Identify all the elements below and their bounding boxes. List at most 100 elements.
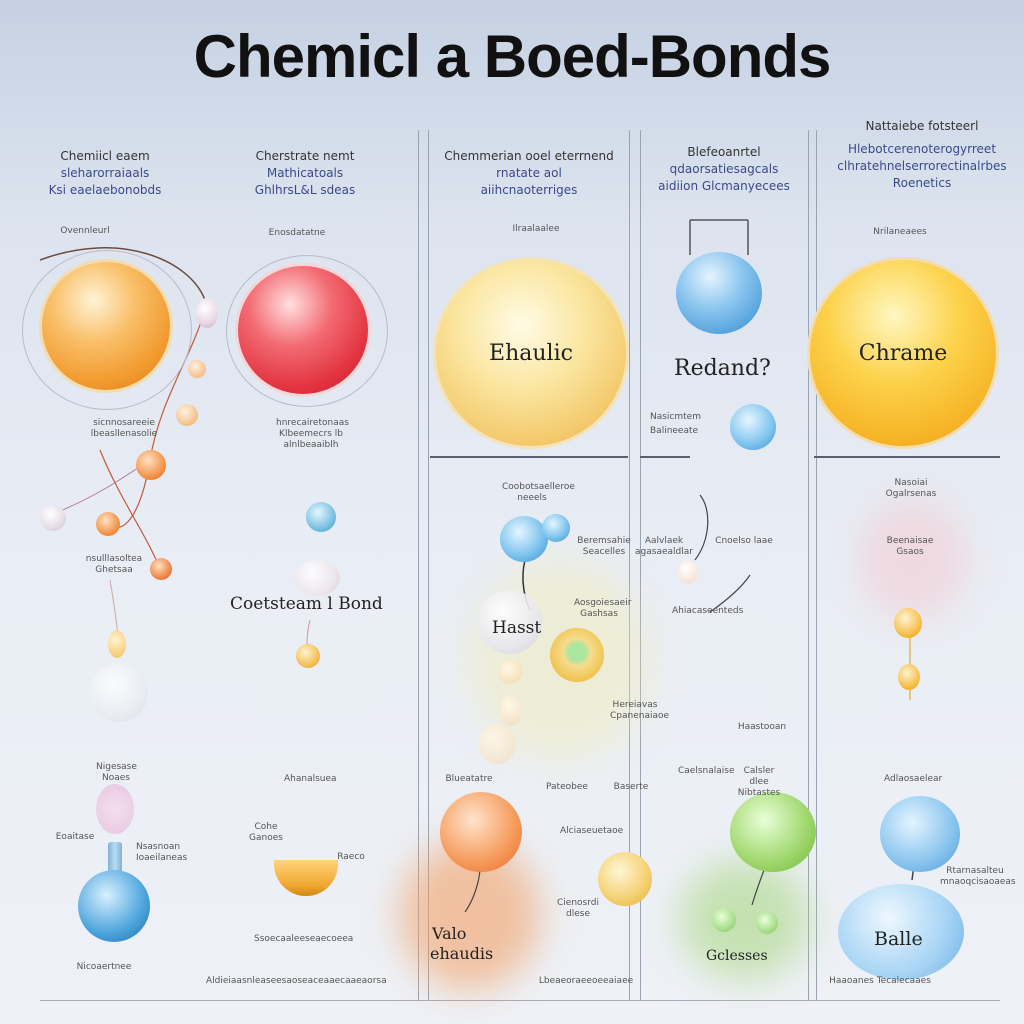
atom-ball: [90, 664, 148, 722]
note-label: Ilraalaalee: [512, 224, 560, 234]
note: Beremsahie Seacelles: [577, 536, 631, 557]
sphere-text-redand: Redand?: [674, 356, 771, 381]
header-line: Chemiicl eaem: [60, 149, 150, 163]
red-atom: [238, 266, 368, 394]
header-line: Hlebotcerenoterogyrreet: [847, 142, 997, 156]
flask-vapor: [96, 784, 134, 834]
note: Raeco: [337, 852, 365, 862]
column-divider: [629, 130, 630, 1000]
atom-ball: [550, 628, 604, 682]
column-divider: [808, 130, 809, 1000]
note: Haaoanes Tecalecaaes: [829, 976, 931, 986]
atom-ball: [542, 514, 570, 542]
header-line: Roenetics: [892, 176, 952, 190]
column-divider: [418, 130, 419, 1000]
column-header-5: Nattaiebe fotsteerl Hlebotcerenoterogyrr…: [822, 118, 1022, 192]
covalent-bond-label: Coetsteam l Bond: [230, 594, 383, 614]
gclesses-label: Gclesses: [706, 948, 768, 964]
ehaudis-label: ehaudis: [430, 944, 494, 963]
note: Ahiacaseenteds: [672, 606, 744, 616]
note: Rtarnasalteu mnaoqcisaoaeas: [940, 866, 1016, 887]
note: Cienosrdi dlese: [557, 898, 599, 919]
atom-ball: [500, 694, 522, 726]
green-glow: [680, 860, 810, 980]
valo-label: Valo: [432, 924, 467, 943]
note: Hereiavas Cpanenaiaoe: [610, 700, 670, 721]
note: Eoaitase: [55, 832, 95, 842]
orbit-ring: [22, 250, 192, 410]
blue-flask-atom: [676, 252, 762, 334]
page-title: Chemicl a Boed-Bonds: [193, 23, 832, 90]
column-divider: [816, 130, 817, 1000]
section-rule: [814, 456, 1000, 458]
gold-atom: Chrame: [810, 260, 996, 446]
header-line: Mathicatoals: [266, 166, 344, 180]
sphere-label: Chrame: [858, 340, 948, 366]
atom-ball: [498, 660, 522, 684]
atom-ball: [296, 644, 320, 668]
header-line: rnatate aol: [496, 166, 562, 180]
note: Adlaosaelear: [884, 774, 943, 784]
orbit-ring: [226, 255, 388, 407]
orange-atom-small: [440, 792, 522, 872]
column-divider: [640, 130, 641, 1000]
note: Nasoiai Ogalrsenas: [885, 478, 937, 499]
header-line: aiihcnaoterriges: [480, 183, 578, 197]
note: Aldieiaasnleaseesaoseaceaaecaaeaorsa: [206, 976, 387, 986]
note: Aalvlaek agasaealdlar: [635, 536, 693, 557]
note: Beenaisae Gsaos: [886, 536, 934, 557]
note: Aosgoiesaeir Gashsas: [574, 598, 632, 619]
note: Cohe Ganoes: [249, 822, 283, 843]
note: Coobotsaelleroe neeels: [502, 482, 575, 503]
gold-atom-small: [598, 852, 652, 906]
atom-ball: [478, 590, 542, 654]
note: sicnnosareeie lbeasllenasolie: [90, 418, 158, 439]
blue-flask: [78, 870, 150, 942]
flask-neck: [108, 842, 122, 878]
atom-ball: [176, 404, 198, 426]
note: Cnoelso laae: [715, 536, 773, 546]
note-label: Nrilaneaees: [873, 227, 927, 237]
note: nsulllasoltea Ghetsaa: [85, 554, 143, 575]
atom-ball: [188, 360, 206, 378]
header-line: clhratehnelserrorectinalrbes: [837, 159, 1007, 173]
atom-ball: [108, 630, 126, 658]
atom-ball: [136, 450, 166, 480]
green-molecule: [712, 908, 736, 932]
column-header-3: Chemmerian ooel eterrnend rnatate aol ai…: [432, 148, 626, 199]
column-header-2: Cherstrate nemt Mathicatoals GhlhrsL&L s…: [225, 148, 385, 199]
note: Nsasnoan Ioaeilaneas: [136, 842, 188, 863]
column-header-4: Blefeoanrtel qdaorsatiesagcals aidiion G…: [644, 144, 804, 195]
note: Pateobee: [546, 782, 588, 792]
blue-atom-large: [838, 884, 964, 980]
header-line: Blefeoanrtel: [687, 145, 761, 159]
atom-ball: [894, 608, 922, 638]
column-divider: [428, 130, 429, 1000]
atom-ball: [500, 516, 548, 562]
atom-ball: [678, 560, 698, 584]
note: hnrecairetonaas Klbeemecrs lb alnlbeaaib…: [276, 418, 349, 450]
green-molecule: [756, 912, 778, 934]
note: Caelsnalaise: [678, 766, 735, 776]
note: Balineeate: [650, 426, 699, 436]
header-line: Nattaiebe fotsteerl: [865, 119, 979, 133]
balle-label: Balle: [874, 928, 923, 950]
atom-ball: [150, 558, 172, 580]
atom-ball: [40, 505, 66, 531]
header-line: GhlhrsL&L sdeas: [254, 183, 356, 197]
atom-ball: [96, 512, 120, 536]
header-line: Ksi eaelaebonobds: [48, 183, 162, 197]
column-header-1: Chemiicl eaem sleharorraiaals Ksi eaelae…: [20, 148, 190, 199]
note: Ssoecaaleeseaecoeea: [254, 934, 354, 944]
note: Lbeaeoraeeoeeaiaee: [538, 976, 634, 986]
yellow-atom: Ehaulic: [436, 260, 626, 446]
note: Blueatatre: [445, 774, 493, 784]
header-line: Chemmerian ooel eterrnend: [444, 149, 614, 163]
atom-ball: [196, 298, 218, 328]
hasst-label: Hasst: [492, 618, 542, 638]
note-label: Enosdatatne: [268, 228, 326, 238]
atom-ball: [478, 724, 516, 764]
note: Nasicmtem: [650, 412, 701, 422]
header-line: sleharorraiaals: [60, 166, 150, 180]
